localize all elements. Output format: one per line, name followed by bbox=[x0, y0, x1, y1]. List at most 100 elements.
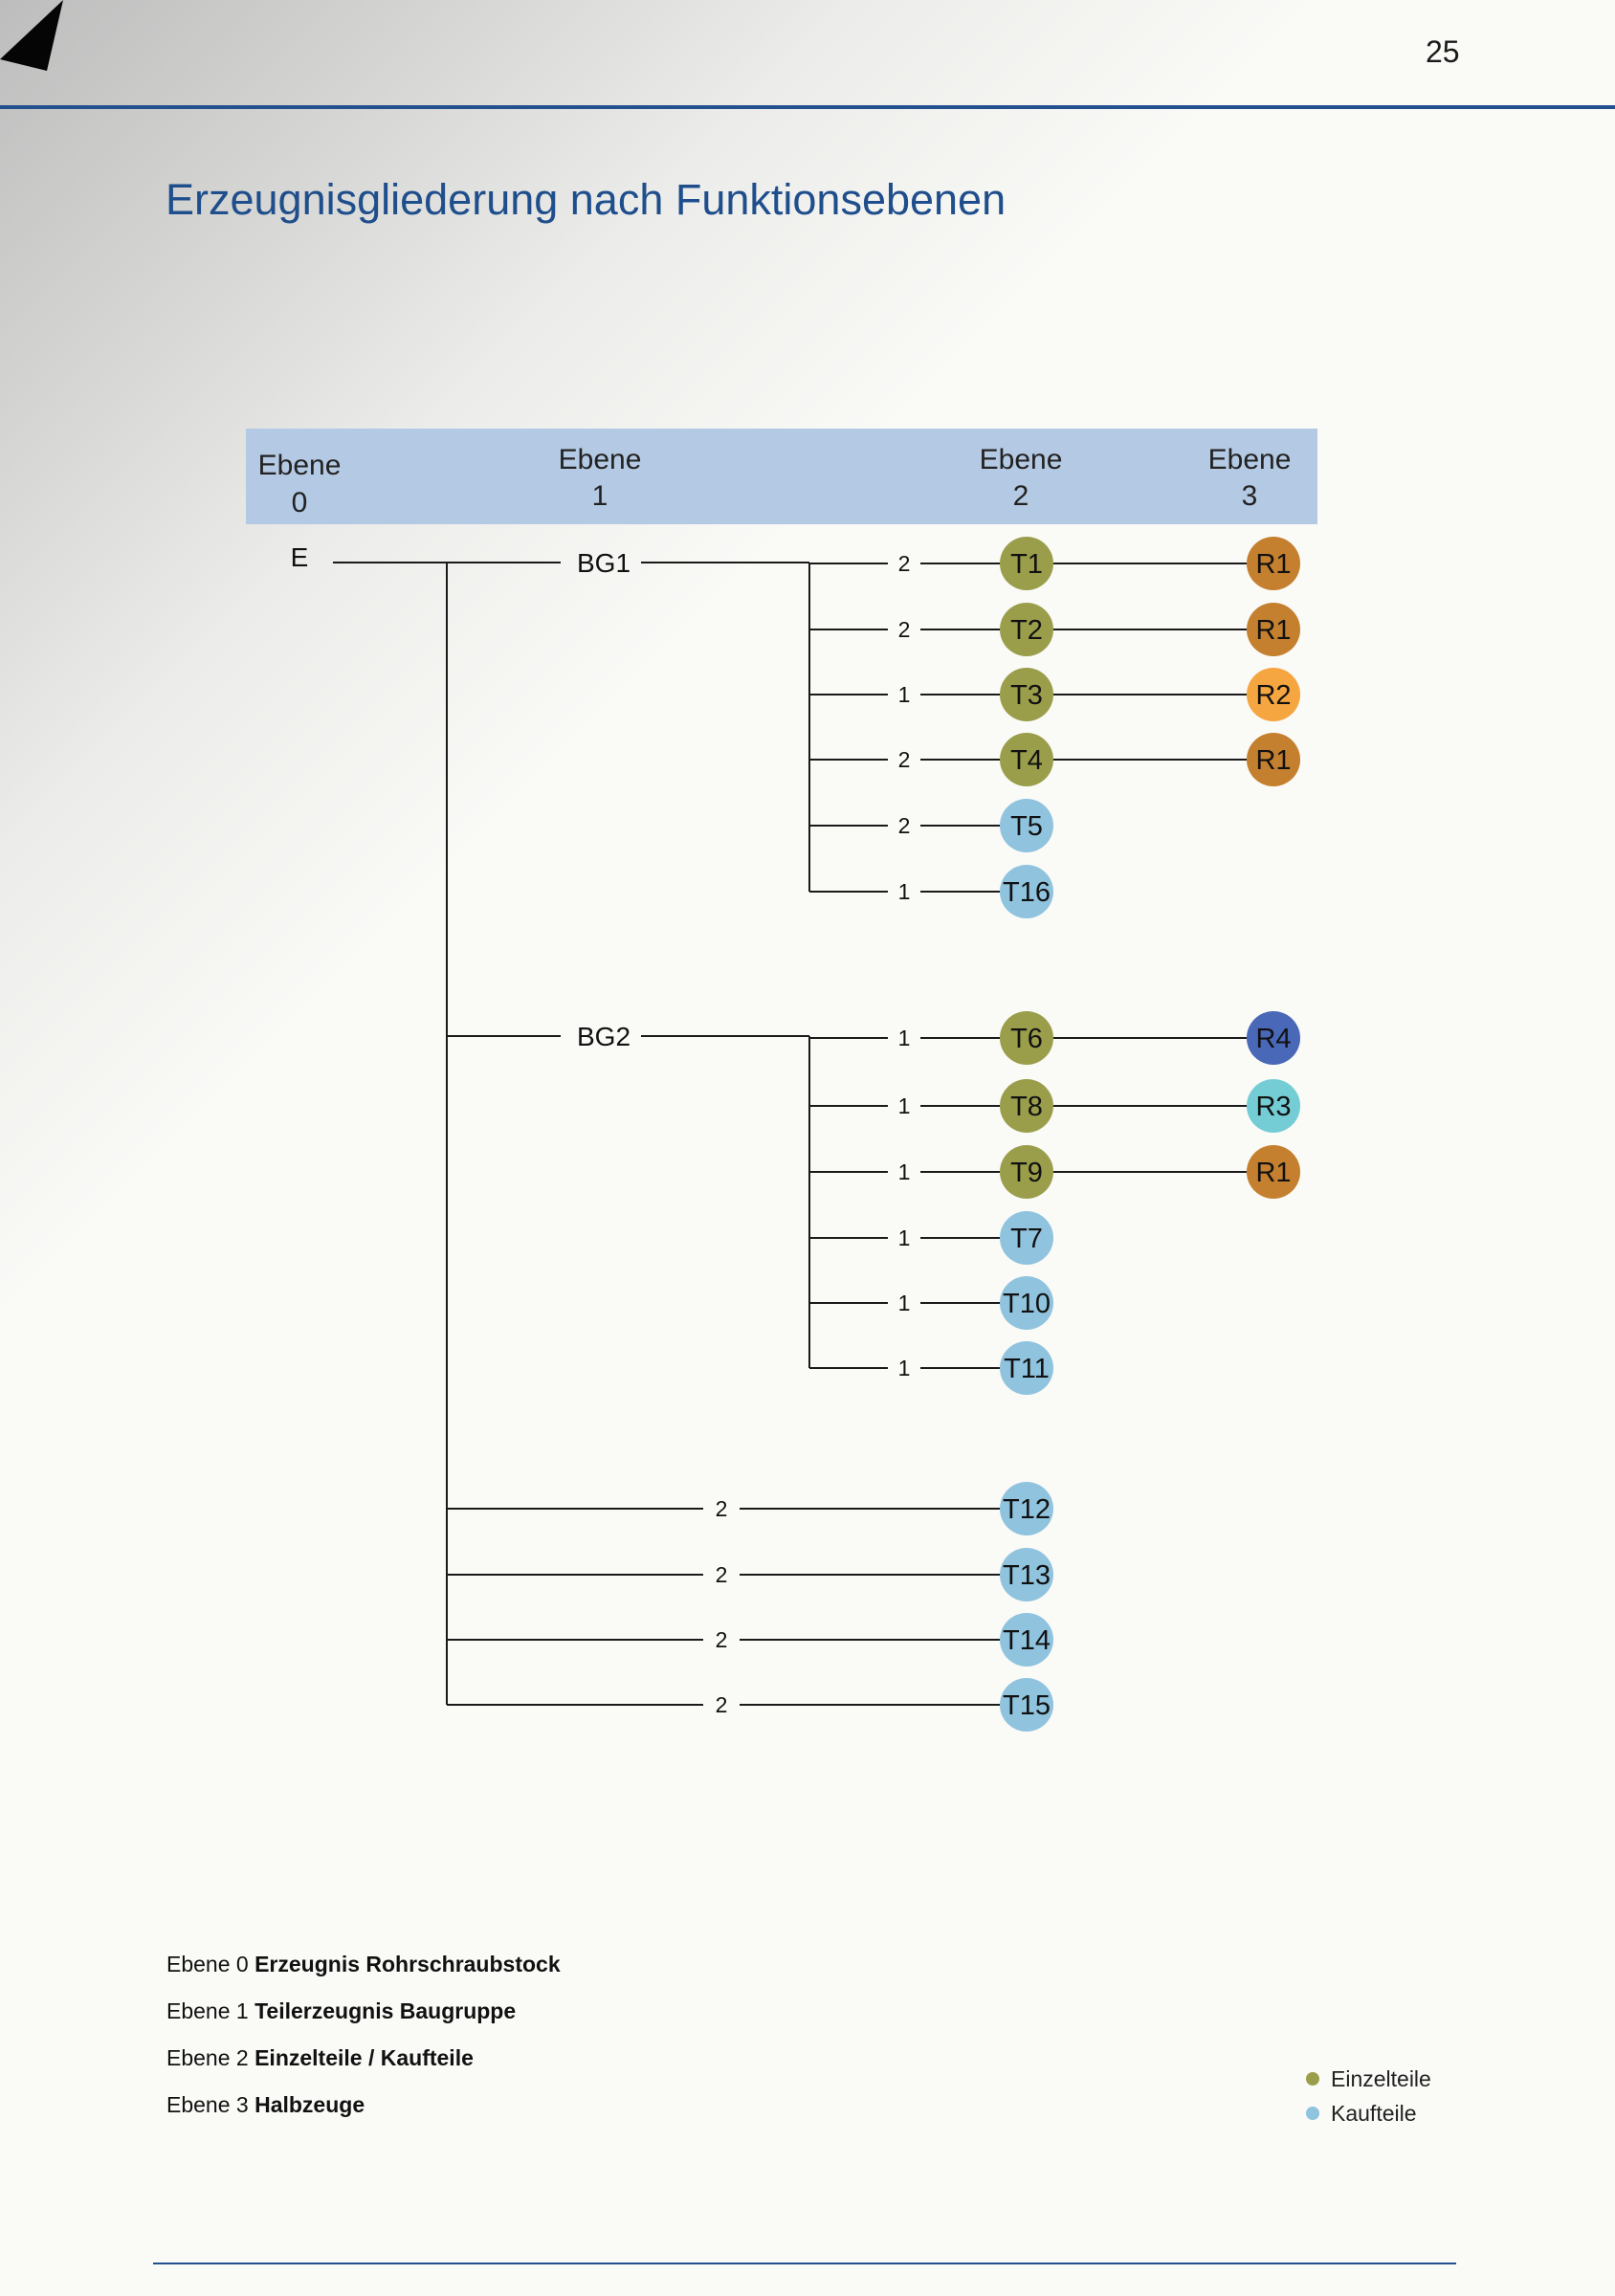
part-node-t14-label: T14 bbox=[1003, 1625, 1051, 1656]
level-header-2-number: 2 bbox=[1013, 480, 1029, 512]
quantity-label: 2 bbox=[898, 551, 911, 576]
level-header-band bbox=[246, 429, 1317, 524]
raw-node-r1-circle bbox=[1247, 537, 1300, 590]
raw-node-r4-label: R4 bbox=[1255, 1024, 1291, 1054]
raw-node-r2-circle bbox=[1247, 668, 1300, 721]
page-number: 25 bbox=[1426, 34, 1460, 69]
part-node-t6-label: T6 bbox=[1010, 1024, 1043, 1054]
part-node-t4-circle bbox=[1000, 733, 1053, 786]
quantity-label: 1 bbox=[898, 1093, 911, 1118]
definition-row: Ebene 3 Halbzeuge bbox=[166, 2092, 561, 2139]
definition-row: Ebene 1 Teilerzeugnis Baugruppe bbox=[166, 1998, 561, 2045]
part-node-t1-label: T1 bbox=[1010, 549, 1043, 580]
definition-level: Ebene 0 bbox=[166, 1952, 249, 1976]
level-header-3-number: 3 bbox=[1242, 480, 1258, 512]
quantity-label: 1 bbox=[898, 1225, 911, 1250]
part-node-t12-circle bbox=[1000, 1482, 1053, 1535]
part-node-t5-label: T5 bbox=[1010, 811, 1043, 842]
part-node-t5-circle bbox=[1000, 799, 1053, 852]
footer-rule bbox=[153, 2263, 1456, 2264]
page-title: Erzeugnisgliederung nach Funktionsebenen bbox=[166, 175, 1007, 224]
level-header-3-title: Ebene bbox=[1208, 444, 1292, 475]
part-node-t2-circle bbox=[1000, 603, 1053, 656]
definition-term: Teilerzeugnis Baugruppe bbox=[254, 1998, 517, 2023]
part-node-t16-circle bbox=[1000, 865, 1053, 918]
root-node-label: E bbox=[291, 542, 309, 572]
raw-node-r4-circle bbox=[1247, 1011, 1300, 1065]
level-header-1-title: Ebene bbox=[559, 444, 642, 475]
part-node-t7-label: T7 bbox=[1010, 1224, 1043, 1254]
definition-row: Ebene 2 Einzelteile / Kaufteile bbox=[166, 2045, 561, 2092]
quantity-label: 1 bbox=[898, 1356, 911, 1380]
part-node-t14-circle bbox=[1000, 1613, 1053, 1667]
level-header-0-number: 0 bbox=[292, 487, 308, 519]
part-node-t11-label: T11 bbox=[1004, 1354, 1050, 1384]
raw-node-r3-circle bbox=[1247, 1079, 1300, 1133]
raw-node-r1-circle bbox=[1247, 733, 1300, 786]
legend-dot-icon bbox=[1306, 2072, 1319, 2086]
definition-level: Ebene 1 bbox=[166, 1998, 249, 2023]
legend-dot-icon bbox=[1306, 2107, 1319, 2120]
level-header-2-title: Ebene bbox=[980, 444, 1063, 475]
header-rule bbox=[0, 105, 1615, 109]
legend-label: Einzelteile bbox=[1331, 2065, 1431, 2091]
part-node-t10-label: T10 bbox=[1003, 1289, 1051, 1319]
raw-node-r2-label: R2 bbox=[1255, 680, 1291, 711]
assembly-bg2-label: BG2 bbox=[577, 1022, 631, 1051]
raw-node-r1-label: R1 bbox=[1255, 549, 1291, 580]
raw-node-r1-circle bbox=[1247, 603, 1300, 656]
part-node-t11-circle bbox=[1000, 1341, 1053, 1395]
definition-row: Ebene 0 Erzeugnis Rohrschraubstock bbox=[166, 1952, 561, 1998]
assembly-bg1-label: BG1 bbox=[577, 548, 631, 578]
quantity-label: 2 bbox=[898, 747, 911, 772]
part-node-t15-label: T15 bbox=[1003, 1690, 1051, 1721]
definition-term: Einzelteile / Kaufteile bbox=[254, 2045, 474, 2070]
part-node-t8-circle bbox=[1000, 1079, 1053, 1133]
quantity-label: 1 bbox=[898, 879, 911, 904]
raw-node-r1-label: R1 bbox=[1255, 1158, 1291, 1188]
part-node-t2-label: T2 bbox=[1010, 615, 1043, 646]
legend-entry: Einzelteile bbox=[1306, 2062, 1431, 2096]
page-curl-icon bbox=[0, 0, 63, 71]
raw-node-r1-label: R1 bbox=[1255, 615, 1291, 646]
quantity-label: 1 bbox=[898, 1291, 911, 1315]
level-header-0-title: Ebene bbox=[258, 450, 342, 481]
definition-level: Ebene 2 bbox=[166, 2045, 249, 2070]
part-node-t16-label: T16 bbox=[1003, 877, 1051, 908]
part-node-t4-label: T4 bbox=[1010, 745, 1043, 776]
quantity-label: 2 bbox=[898, 617, 911, 642]
definition-term: Erzeugnis Rohrschraubstock bbox=[254, 1952, 561, 1976]
raw-node-r1-circle bbox=[1247, 1145, 1300, 1199]
definition-term: Halbzeuge bbox=[254, 2092, 365, 2117]
quantity-label: 2 bbox=[898, 813, 911, 838]
part-node-t13-label: T13 bbox=[1003, 1560, 1051, 1591]
quantity-label: 2 bbox=[716, 1692, 728, 1717]
part-node-t1-circle bbox=[1000, 537, 1053, 590]
part-node-t10-circle bbox=[1000, 1276, 1053, 1330]
part-node-t3-label: T3 bbox=[1010, 680, 1043, 711]
definition-level: Ebene 3 bbox=[166, 2092, 249, 2117]
part-node-t3-circle bbox=[1000, 668, 1053, 721]
raw-node-r3-label: R3 bbox=[1255, 1092, 1291, 1122]
part-node-t13-circle bbox=[1000, 1548, 1053, 1601]
legend-label: Kaufteile bbox=[1331, 2100, 1417, 2126]
quantity-label: 1 bbox=[898, 682, 911, 707]
part-node-t7-circle bbox=[1000, 1211, 1053, 1265]
quantity-label: 2 bbox=[716, 1496, 728, 1521]
part-node-t6-circle bbox=[1000, 1011, 1053, 1065]
level-header-1-number: 1 bbox=[592, 480, 608, 512]
quantity-label: 1 bbox=[898, 1026, 911, 1050]
part-node-t8-label: T8 bbox=[1010, 1092, 1043, 1122]
part-node-t9-label: T9 bbox=[1010, 1158, 1043, 1188]
raw-node-r1-label: R1 bbox=[1255, 745, 1291, 776]
quantity-label: 2 bbox=[716, 1627, 728, 1652]
part-node-t9-circle bbox=[1000, 1145, 1053, 1199]
quantity-label: 1 bbox=[898, 1159, 911, 1184]
legend-entry: Kaufteile bbox=[1306, 2096, 1431, 2130]
part-node-t15-circle bbox=[1000, 1678, 1053, 1732]
part-node-t12-label: T12 bbox=[1003, 1494, 1051, 1525]
quantity-label: 2 bbox=[716, 1562, 728, 1587]
